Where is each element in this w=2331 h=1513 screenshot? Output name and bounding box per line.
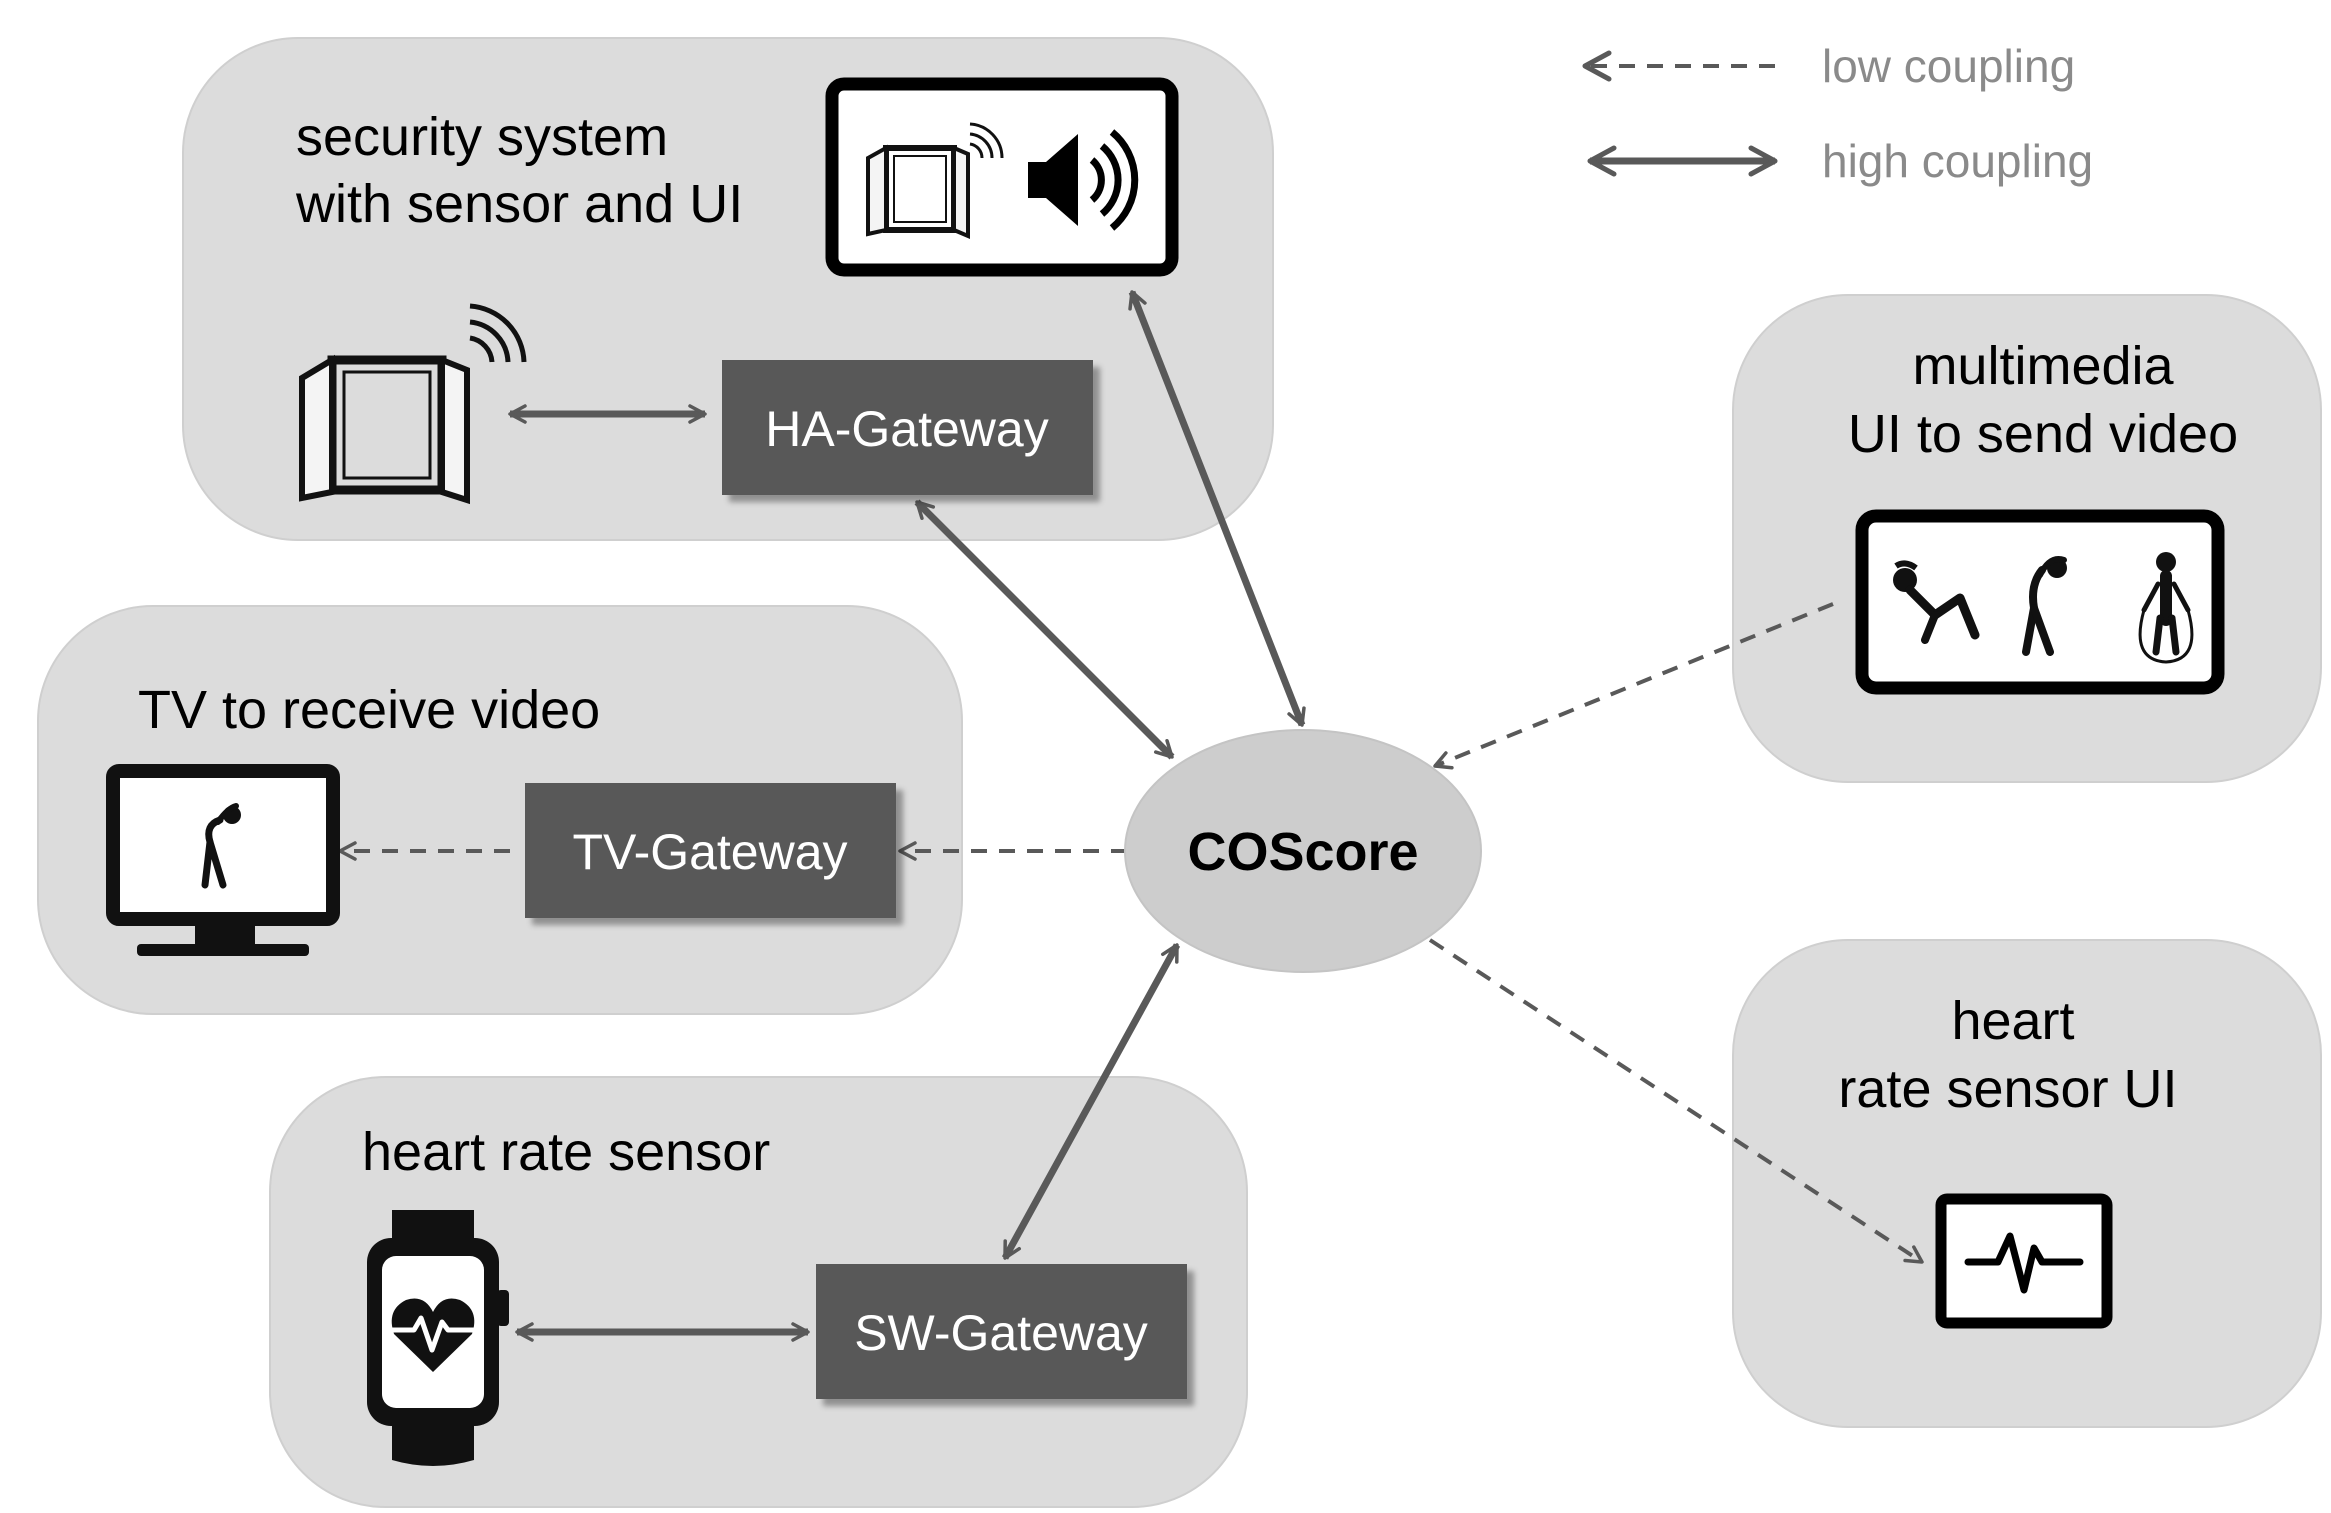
- heart-icon: [391, 1298, 475, 1372]
- connection-multimedia-coscore: [1433, 602, 1834, 770]
- legend: low coupling high coupling: [1582, 40, 2093, 187]
- coscore-hub: COScore: [1124, 729, 1482, 973]
- ha-gateway: HA-Gateway: [722, 360, 1093, 495]
- heartbeat-line-icon: [1964, 1232, 2084, 1294]
- alarm-ui-icon: [825, 77, 1179, 277]
- connection-coscore-heart-rate-ui: [1428, 938, 1924, 1264]
- stretch-person-icon: [2022, 556, 2067, 656]
- multimedia-title-line2: UI to send video: [1848, 404, 2238, 464]
- situp-person-icon: [1893, 560, 1980, 644]
- legend-high-coupling-label: high coupling: [1822, 135, 2093, 187]
- fitness-video-ui-icon: [1855, 509, 2225, 695]
- heart-rate-sensor-title: heart rate sensor: [362, 1122, 770, 1182]
- coscore-label: COScore: [1187, 822, 1418, 882]
- tv-gateway: TV-Gateway: [525, 783, 896, 918]
- heart-rate-ui-title-line2: rate sensor UI: [1838, 1059, 2177, 1119]
- ha-gateway-label: HA-Gateway: [765, 401, 1048, 457]
- tv-gateway-label: TV-Gateway: [572, 824, 847, 880]
- smartwatch-icon: [367, 1210, 509, 1466]
- jump-rope-person-icon: [2138, 552, 2194, 664]
- connection-sw-gateway-coscore: [1001, 943, 1181, 1260]
- heart-rate-sensor-group: [269, 1076, 1248, 1508]
- sw-gateway: SW-Gateway: [816, 1264, 1187, 1399]
- security-system-title-line2: with sensor and UI: [295, 174, 743, 234]
- heart-rate-ui-title-line1: heart: [1951, 991, 2074, 1051]
- security-system-title-line1: security system: [296, 107, 668, 167]
- legend-low-coupling-label: low coupling: [1822, 40, 2075, 92]
- heart-rate-ui-group: [1732, 939, 2322, 1428]
- sw-gateway-label: SW-Gateway: [854, 1305, 1148, 1361]
- stretching-person-icon: [201, 803, 241, 889]
- window-sensor-icon: [299, 303, 527, 505]
- speaker-icon: [1028, 129, 1139, 231]
- tv-group-title: TV to receive video: [138, 680, 600, 740]
- tv-icon: [106, 764, 340, 956]
- window-sensor-small-icon: [866, 122, 1004, 240]
- heart-rate-ui-icon: [1935, 1193, 2113, 1329]
- multimedia-title-line1: multimedia: [1912, 336, 2174, 396]
- connection-alarm-ui-coscore: [1128, 290, 1306, 727]
